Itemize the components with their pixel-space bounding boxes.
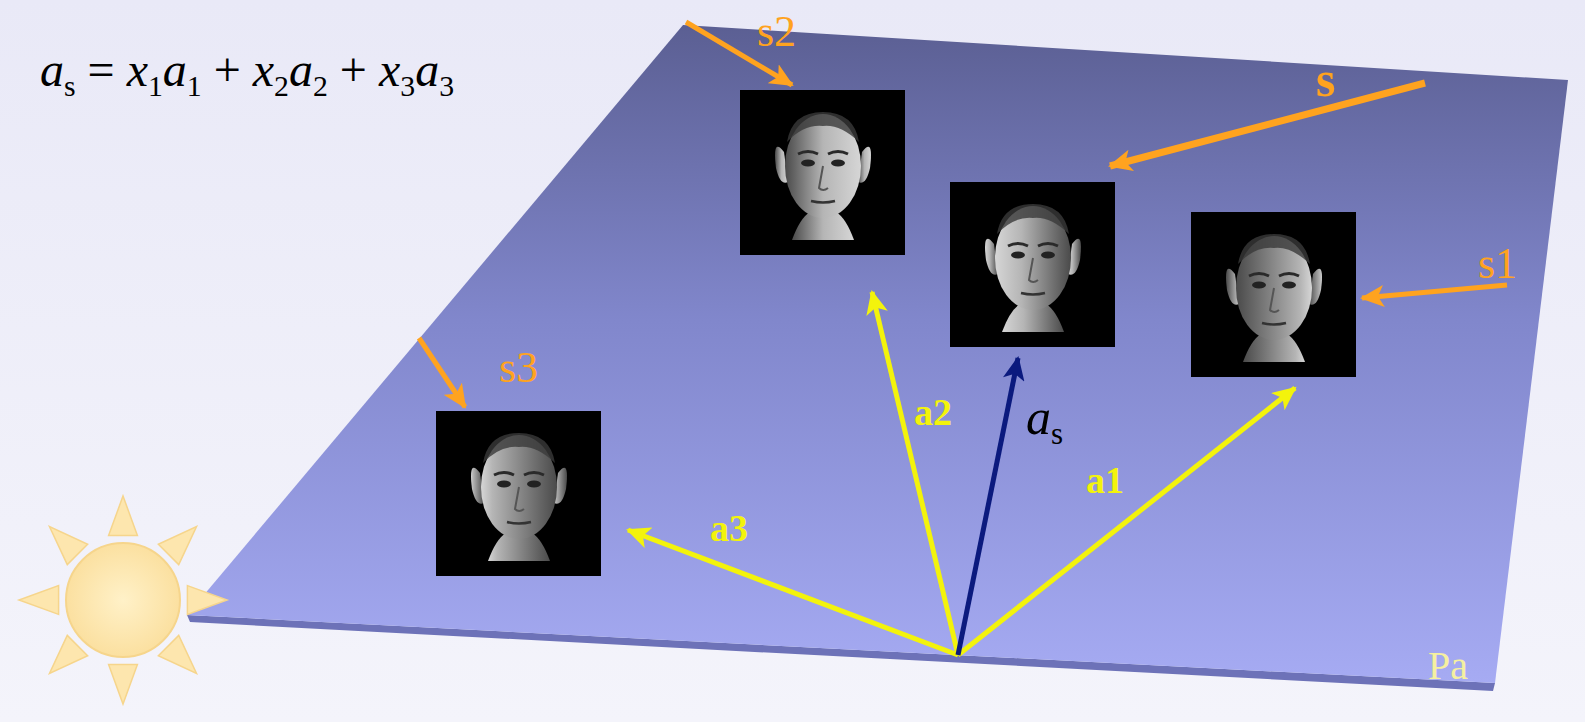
- mouth: [1262, 323, 1286, 325]
- brow: [1008, 244, 1028, 247]
- vector-as: [958, 358, 1018, 655]
- eye: [1011, 252, 1025, 259]
- eye: [1282, 282, 1296, 289]
- face-images: [436, 90, 1356, 576]
- face-image: [1191, 212, 1356, 377]
- light-arrow: [419, 338, 465, 407]
- subspace-plane: [187, 25, 1568, 683]
- face-image: [950, 182, 1115, 347]
- hair: [997, 204, 1069, 234]
- face-image: [740, 90, 905, 255]
- sun-ray: [109, 496, 138, 536]
- eye: [831, 160, 845, 167]
- plane-label: Pa: [1428, 644, 1468, 688]
- mouth: [507, 522, 531, 524]
- brow: [1038, 244, 1058, 247]
- sun-ray: [49, 635, 87, 673]
- image-frame: [950, 182, 1115, 347]
- eye: [1041, 252, 1055, 259]
- vector-a3: [628, 530, 958, 655]
- eye: [497, 481, 511, 488]
- light-arrows: [419, 22, 1507, 407]
- vector-label: a3: [710, 508, 748, 550]
- brow: [798, 152, 818, 155]
- brow: [1279, 274, 1299, 277]
- sun-ray: [49, 526, 87, 564]
- brow: [1249, 274, 1269, 277]
- sun-ray: [19, 586, 59, 615]
- hair: [787, 112, 859, 142]
- light-label: s3: [499, 344, 538, 392]
- hair: [1238, 234, 1310, 264]
- mouth: [1021, 293, 1045, 295]
- light-arrow: [1110, 83, 1425, 166]
- eye: [1252, 282, 1266, 289]
- vector-a1: [958, 388, 1295, 655]
- nose: [1270, 288, 1279, 312]
- face-image: [436, 411, 601, 576]
- equation: as = x1a1 + x2a2 + x3a3: [40, 44, 454, 102]
- brow: [524, 473, 544, 476]
- brow: [494, 473, 514, 476]
- sun-ray: [187, 586, 227, 615]
- nose: [1029, 258, 1038, 282]
- hair: [483, 433, 555, 463]
- light-label: s: [1316, 52, 1335, 107]
- eye: [801, 160, 815, 167]
- sun-disc: [66, 543, 180, 657]
- vector-label: a2: [914, 392, 952, 434]
- nose: [515, 487, 524, 511]
- image-frame: [740, 90, 905, 255]
- brow: [828, 152, 848, 155]
- light-label: s2: [757, 8, 796, 56]
- sun-ray: [158, 526, 196, 564]
- light-label: s1: [1478, 240, 1517, 288]
- vector-label: as: [1026, 390, 1063, 451]
- image-frame: [1191, 212, 1356, 377]
- mouth: [811, 201, 835, 203]
- vector-a2: [872, 292, 958, 655]
- image-frame: [436, 411, 601, 576]
- sun-ray: [109, 664, 138, 704]
- nose: [819, 166, 828, 190]
- sun-ray: [158, 635, 196, 673]
- sun-icon: [19, 496, 227, 704]
- eye: [527, 481, 541, 488]
- basis-vectors: [628, 292, 1295, 655]
- vector-label: a1: [1086, 460, 1124, 502]
